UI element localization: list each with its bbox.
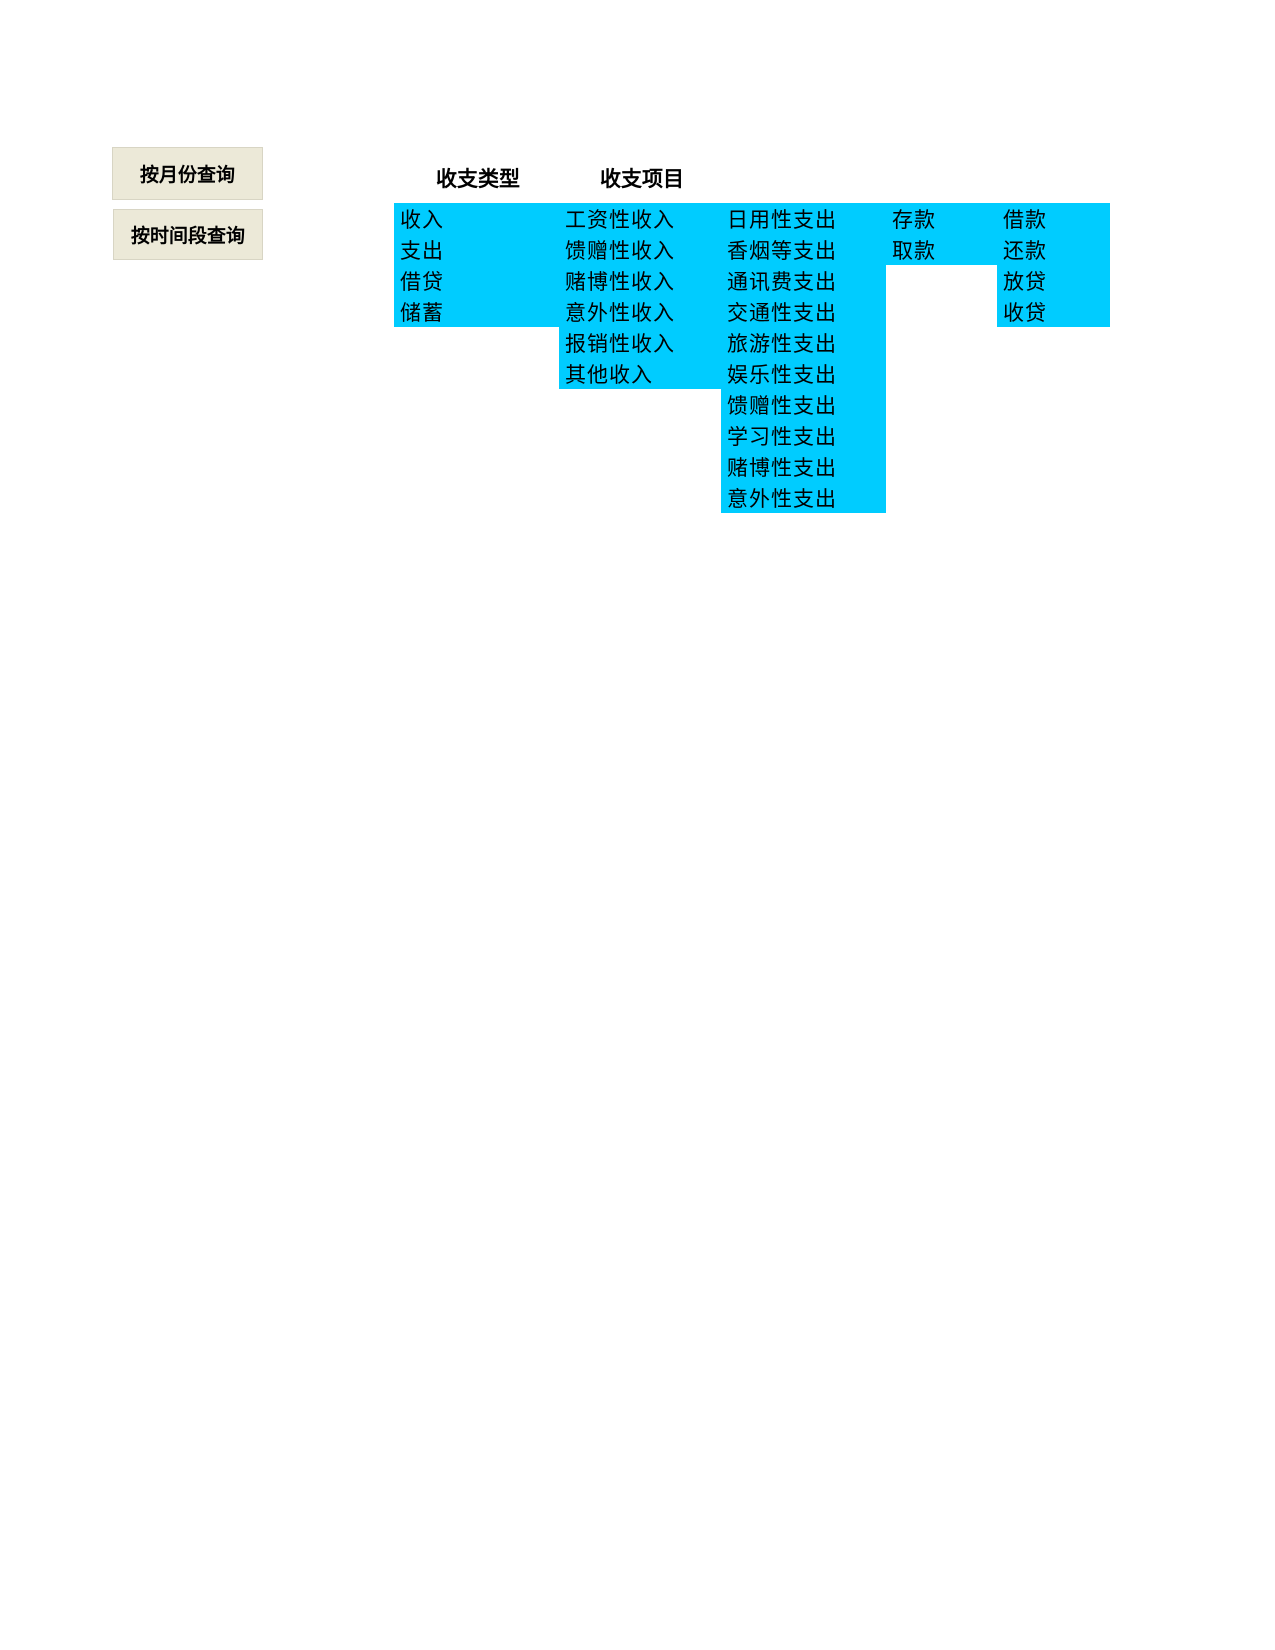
type-list-item: 储蓄 — [400, 301, 444, 325]
income-list-item: 报销性收入 — [565, 332, 675, 356]
header-type: 收支类型 — [436, 167, 520, 191]
expense-item-list: 日用性支出香烟等支出通讯费支出交通性支出旅游性支出娱乐性支出馈赠性支出学习性支出… — [721, 203, 886, 513]
header-item: 收支项目 — [600, 167, 684, 191]
income-list-item: 赌博性收入 — [565, 270, 675, 294]
loan-list-item: 还款 — [1003, 239, 1047, 263]
query-by-month-button[interactable]: 按月份查询 — [112, 147, 263, 200]
loan-list-item: 借款 — [1003, 208, 1047, 232]
income-list-item: 意外性收入 — [565, 301, 675, 325]
savings-list-item: 存款 — [892, 208, 936, 232]
loan-item-list: 借款还款放贷收贷 — [997, 203, 1110, 327]
expense-list-item: 交通性支出 — [727, 301, 837, 325]
type-list-item: 收入 — [400, 208, 444, 232]
query-by-period-button[interactable]: 按时间段查询 — [113, 209, 263, 260]
income-list-item: 工资性收入 — [565, 208, 675, 232]
loan-list-item: 收贷 — [1003, 301, 1047, 325]
type-list-item: 借贷 — [400, 270, 444, 294]
income-list-item: 其他收入 — [565, 363, 653, 387]
savings-item-list: 存款取款 — [886, 203, 997, 265]
expense-list-item: 日用性支出 — [727, 208, 837, 232]
loan-list-item: 放贷 — [1003, 270, 1047, 294]
expense-list-item: 旅游性支出 — [727, 332, 837, 356]
expense-list-item: 意外性支出 — [727, 487, 837, 511]
income-list-item: 馈赠性收入 — [565, 239, 675, 263]
savings-list-item: 取款 — [892, 239, 936, 263]
type-list-item: 支出 — [400, 239, 444, 263]
expense-list-item: 通讯费支出 — [727, 270, 837, 294]
expense-list-item: 学习性支出 — [727, 425, 837, 449]
expense-list-item: 娱乐性支出 — [727, 363, 837, 387]
type-list: 收入支出借贷储蓄 — [394, 203, 559, 327]
income-item-list: 工资性收入馈赠性收入赌博性收入意外性收入报销性收入其他收入 — [559, 203, 721, 389]
expense-list-item: 香烟等支出 — [727, 239, 837, 263]
expense-list-item: 馈赠性支出 — [727, 394, 837, 418]
expense-list-item: 赌博性支出 — [727, 456, 837, 480]
